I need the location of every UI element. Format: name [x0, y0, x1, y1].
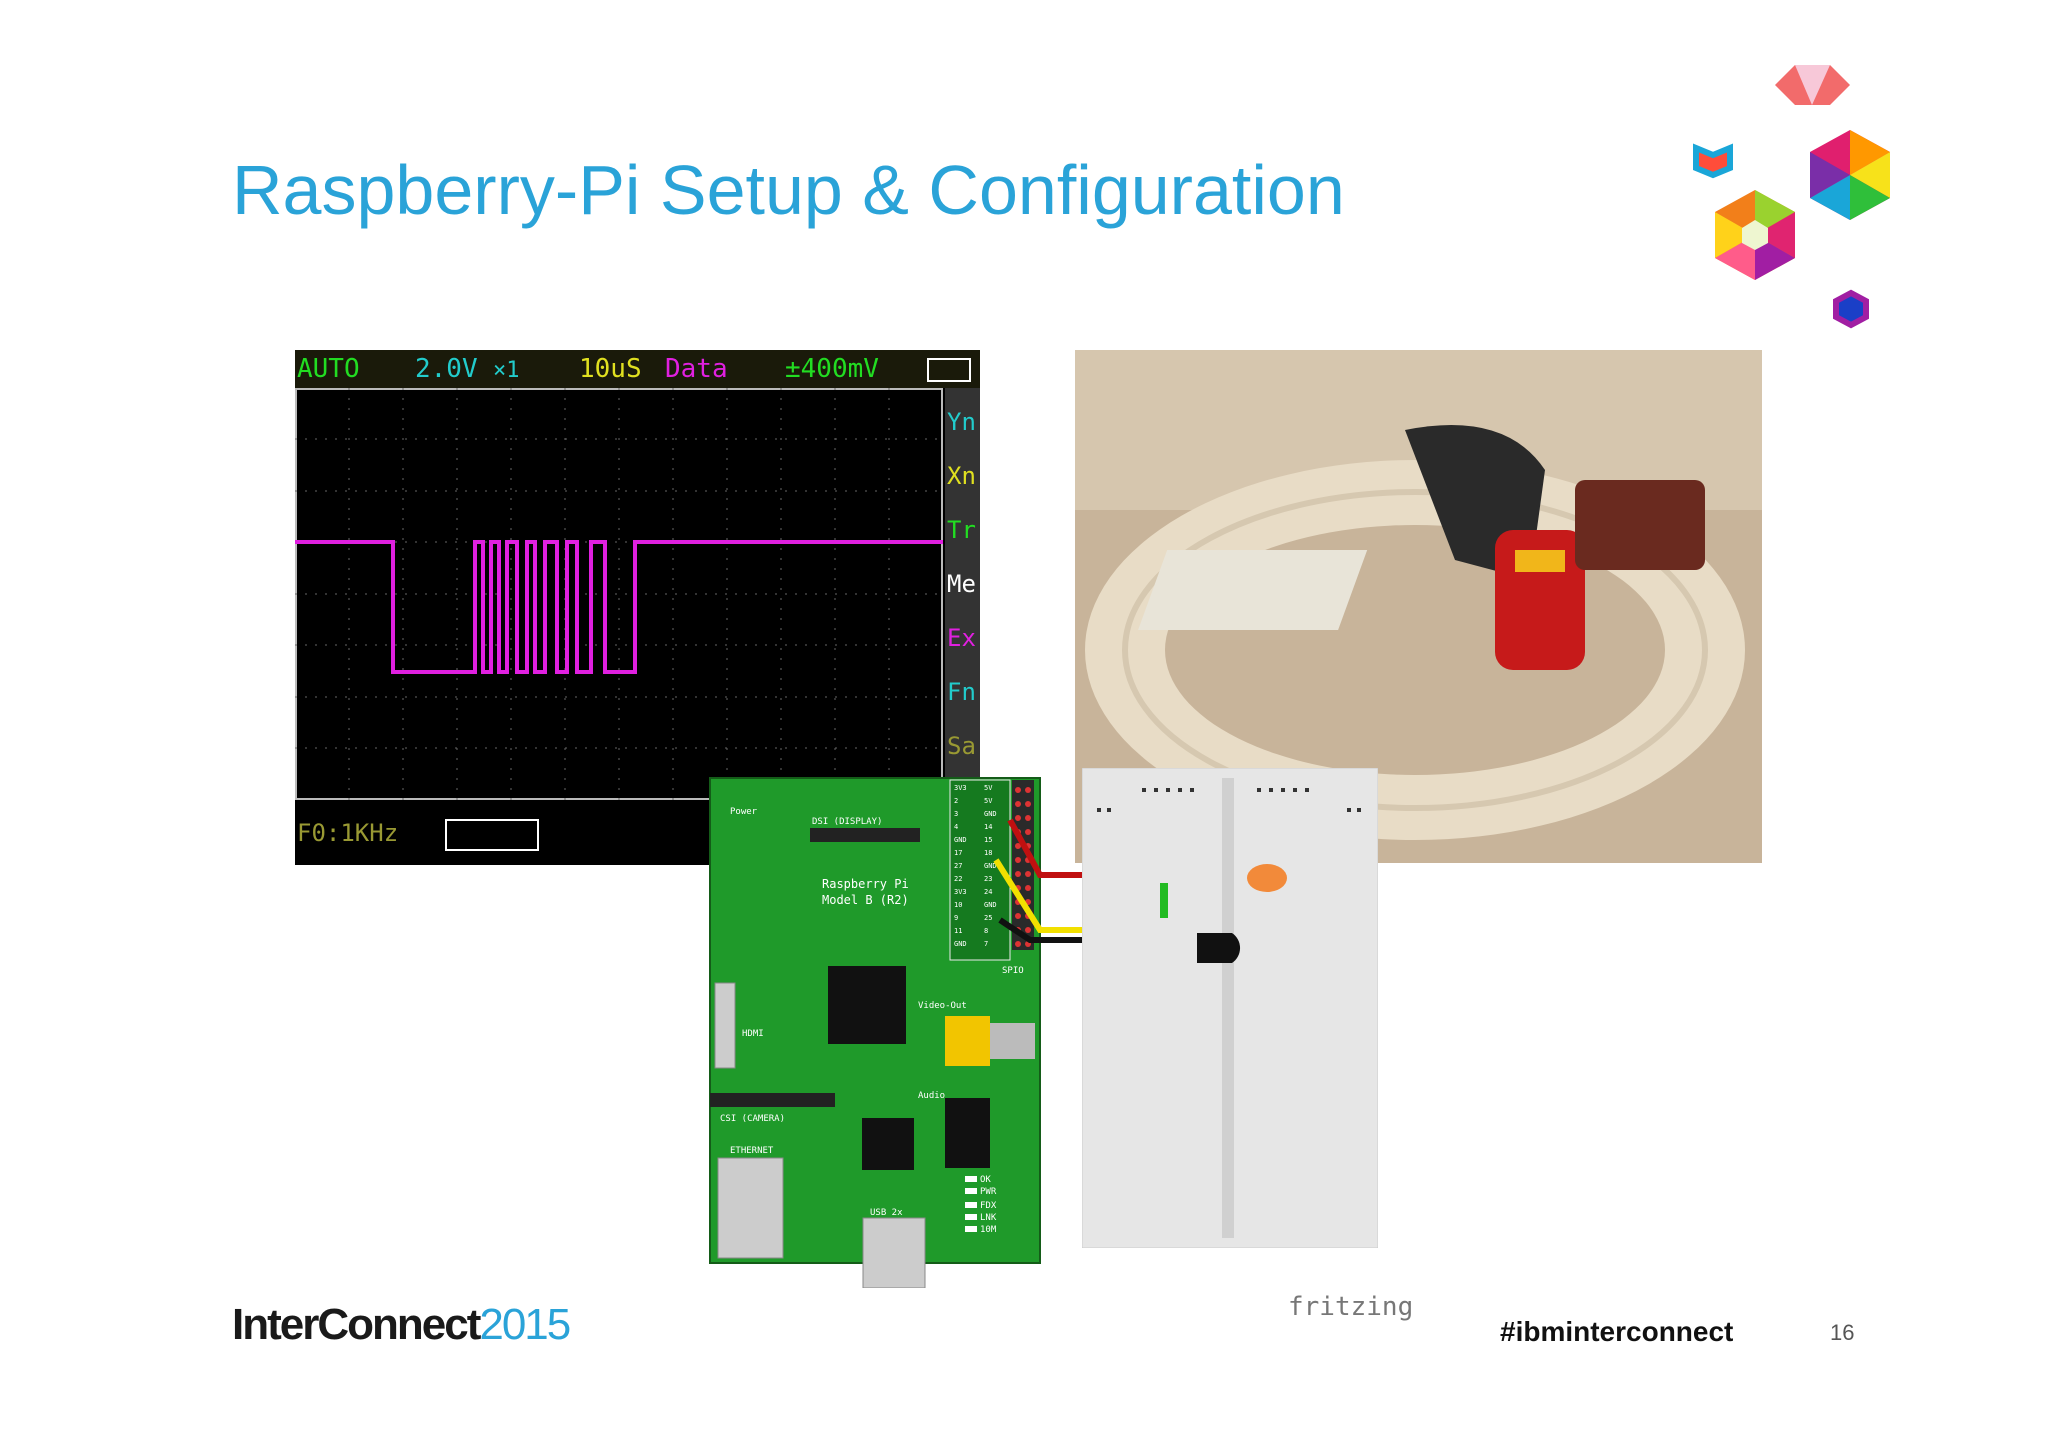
- scope-timebase: 10uS: [579, 354, 642, 384]
- pcb-dsi-label: DSI (DISPLAY): [812, 817, 882, 827]
- pcb-board-model: Model B (R2): [822, 893, 909, 907]
- side-menu-xn[interactable]: Xn: [947, 462, 976, 490]
- scope-plot-area: [295, 388, 943, 800]
- hashtag: #ibminterconnect: [1500, 1316, 1734, 1347]
- gpio-left-4: GND: [954, 836, 967, 844]
- gpio-left-2: 3: [954, 810, 958, 818]
- side-menu-ex[interactable]: Ex: [947, 624, 976, 652]
- scope-probe: ×1: [493, 358, 520, 383]
- dsi-connector: [810, 828, 920, 842]
- scope-zoom-window: [445, 819, 539, 851]
- gpio-right-3: 14: [984, 823, 992, 831]
- gpio-right-2: GND: [984, 810, 997, 818]
- pcb-spi-label: SPIO: [1002, 966, 1024, 976]
- pcb-board-name: Raspberry Pi: [822, 877, 909, 891]
- gpio-right-10: 25: [984, 914, 992, 922]
- pcb-video-label: Video-Out: [918, 1001, 967, 1011]
- hex-rainbow-left: [1715, 190, 1795, 280]
- scope-status-bar: AUTO 2.0V ×1 10uS Data ±400mV: [295, 350, 980, 388]
- gpio-left-1: 2: [954, 797, 958, 805]
- breadboard: [1082, 768, 1378, 1248]
- scope-freq: F0:1KHz: [297, 819, 399, 847]
- page-number: 16: [1830, 1320, 1855, 1345]
- gpio-left-5: 17: [954, 849, 962, 857]
- pcb-usb-label: USB 2x: [870, 1208, 903, 1218]
- csi-connector: [710, 1093, 835, 1107]
- scope-volts: 2.0V: [415, 354, 478, 384]
- gpio-left-3: 4: [954, 823, 958, 831]
- breadboard-holes: [1097, 788, 1361, 812]
- gpio-right-9: GND: [984, 901, 997, 909]
- audio-jack: [945, 1098, 990, 1168]
- side-menu-fn[interactable]: Fn: [947, 678, 976, 706]
- video-out-jack: [945, 1016, 990, 1066]
- usb-lan-chip: [862, 1118, 914, 1170]
- pcb-led-pwr: PWR: [980, 1187, 997, 1197]
- pcb-led-ok: OK: [980, 1175, 991, 1185]
- side-menu-me[interactable]: Me: [947, 570, 976, 598]
- gpio-right-7: 23: [984, 875, 992, 883]
- slide-title: Raspberry-Pi Setup & Configuration: [232, 151, 1345, 229]
- transistor-icon: [1197, 933, 1241, 963]
- scope-mode: AUTO: [297, 354, 360, 384]
- soc-chip: [828, 966, 906, 1044]
- scope-side-menu: Yn Xn Tr Me Ex Fn Sa: [945, 388, 980, 800]
- gpio-right-6: GND: [984, 862, 997, 870]
- pcb-hdmi-label: HDMI: [742, 1029, 764, 1039]
- side-menu-tr[interactable]: Tr: [947, 516, 976, 544]
- hex-rainbow-right: [1810, 130, 1890, 220]
- gpio-right-11: 8: [984, 927, 988, 935]
- battery-icon: [927, 358, 971, 382]
- gpio-left-8: 3V3: [954, 888, 967, 896]
- gpio-left-9: 10: [954, 901, 962, 909]
- gpio-left-12: GND: [954, 940, 967, 948]
- scope-trigger: ±400mV: [785, 354, 879, 384]
- scope-bottom-bar: F0:1KHz: [295, 805, 695, 865]
- pcb-led-lnk: LNK: [980, 1213, 997, 1223]
- gpio-left-0: 3V3: [954, 784, 967, 792]
- gpio-right-0: 5V: [984, 784, 993, 792]
- gpio-left-11: 11: [954, 927, 962, 935]
- gpio-right-5: 18: [984, 849, 992, 857]
- ethernet-port: [717, 1157, 784, 1259]
- raspberry-pi-board: DSI (DISPLAY) CSI (CAMERA) ETHERNET USB …: [709, 777, 1041, 1288]
- brand-logo: InterConnect2015: [232, 1300, 571, 1350]
- usb-port: [862, 1217, 926, 1288]
- breadboard-train-photo: [1075, 350, 1762, 863]
- pcb-led-fdx: FDX: [980, 1201, 997, 1211]
- gpio-right-12: 7: [984, 940, 988, 948]
- gpio-right-8: 24: [984, 888, 992, 896]
- photo-train: [1495, 480, 1705, 670]
- gpio-left-6: 27: [954, 862, 962, 870]
- pcb-audio-label: Audio: [918, 1091, 945, 1101]
- green-jumper: [1160, 883, 1168, 918]
- gpio-left-10: 9: [954, 914, 958, 922]
- gpio-right-4: 15: [984, 836, 992, 844]
- brand-name: InterConnect: [232, 1300, 481, 1349]
- hdmi-port: [714, 982, 736, 1069]
- pcb-power-label: Power: [730, 807, 758, 817]
- gpio-right-1: 5V: [984, 797, 993, 805]
- gpio-left-7: 22: [954, 875, 962, 883]
- scope-trace: [295, 540, 943, 674]
- pcb-ethernet-label: ETHERNET: [730, 1146, 774, 1156]
- pcb-led-10m: 10M: [980, 1225, 997, 1235]
- pcb-csi-label: CSI (CAMERA): [720, 1114, 785, 1124]
- scope-data-label: Data: [665, 354, 728, 384]
- photo-breadboard: [1138, 550, 1368, 630]
- fritzing-label: fritzing: [1288, 1292, 1414, 1322]
- hexagon-logo-icon: [1693, 65, 1890, 329]
- led-icon: [1247, 864, 1287, 892]
- brand-year: 2015: [479, 1300, 571, 1349]
- side-menu-sa[interactable]: Sa: [947, 732, 976, 760]
- side-menu-yn[interactable]: Yn: [947, 408, 976, 436]
